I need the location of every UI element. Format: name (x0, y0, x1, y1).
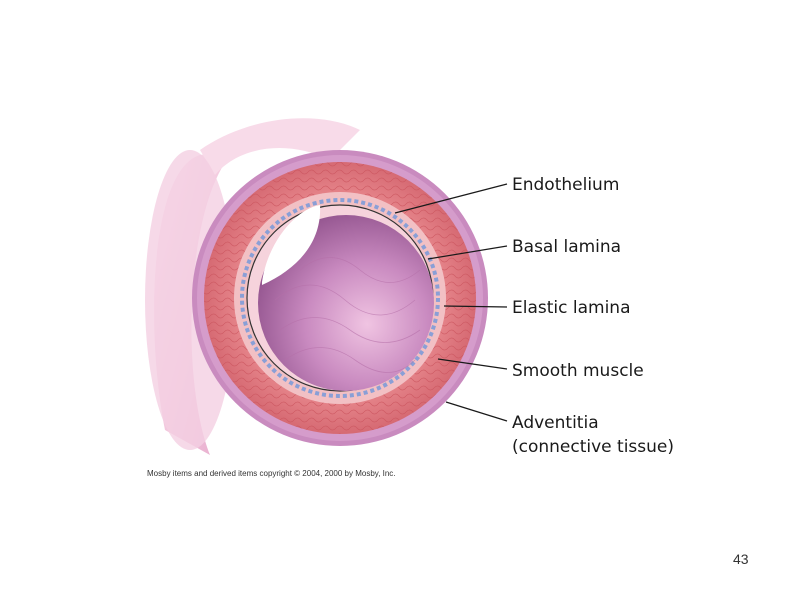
leader-elastic-lamina (443, 305, 508, 308)
label-endothelium: Endothelium (512, 175, 619, 195)
vessel-tube-top (200, 118, 360, 175)
copyright-notice: Mosby items and derived items copyright … (147, 469, 396, 478)
leader-lines (394, 183, 508, 422)
label-elastic-lamina: Elastic lamina (512, 298, 631, 318)
label-smooth-muscle: Smooth muscle (512, 361, 644, 381)
leader-adventitia (445, 401, 508, 422)
basal-lamina-layer (240, 198, 440, 398)
vessel-far-opening (262, 205, 321, 285)
leader-basal-lamina (427, 245, 508, 260)
leader-smooth-muscle (437, 358, 508, 370)
label-adventitia: Adventitia (512, 413, 599, 433)
label-basal-lamina: Basal lamina (512, 237, 621, 257)
leader-endothelium (394, 183, 508, 214)
page-number: 43 (733, 551, 749, 567)
lumen-texture (274, 257, 421, 373)
label-adventitia-subtitle: (connective tissue) (512, 437, 674, 457)
lumen (258, 215, 434, 391)
